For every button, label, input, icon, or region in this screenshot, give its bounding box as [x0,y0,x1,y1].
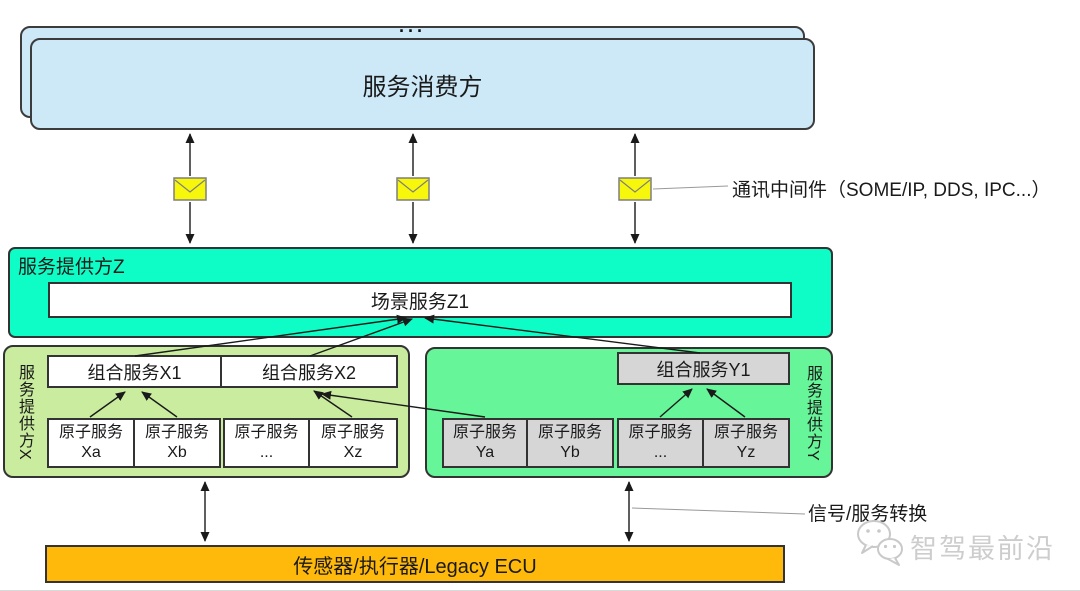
service-consumer-label: 服务消费方 [362,73,483,101]
atomic-service-id: Xa [81,444,101,461]
atomic-service-label: 原子服务 [452,424,517,441]
composite-service-x2-label: 组合服务X2 [261,362,357,383]
atomic-service-id: Yb [560,444,580,461]
atomic-service-ydots-box: 原子服务 ... [617,418,704,468]
composite-service-x1-box: 组合服务X1 [47,355,222,388]
atomic-service-xa-box: 原子服务 Xa [47,418,135,468]
atomic-service-label: 原子服务 [537,424,602,441]
middleware-callout-line [652,185,729,190]
composite-service-x1-label: 组合服务X1 [87,362,182,383]
envelope-icon [173,177,207,201]
composite-service-x2-box: 组合服务X2 [220,355,398,388]
envelope-icon [396,177,430,201]
watermark-text: 智驾最前沿 [910,534,1055,564]
legacy-ecu-label: 传感器/执行器/Legacy ECU [293,555,537,578]
envelope-icons [173,177,652,201]
atomic-service-label: 原子服务 [58,424,123,441]
atomic-service-yz-box: 原子服务 Yz [702,418,790,468]
atomic-service-label: 原子服务 [713,424,778,441]
atomic-service-xz-box: 原子服务 Xz [308,418,398,468]
provider-z-title: 服务提供方Z [18,257,125,278]
signal-callout-line [631,507,806,515]
scenario-service-z1-box: 场景服务Z1 [48,282,792,318]
atomic-service-label: 原子服务 [320,424,385,441]
wechat-icon [857,520,903,566]
scenario-service-z1-label: 场景服务Z1 [370,291,470,313]
atomic-service-ya-box: 原子服务 Ya [442,418,528,468]
atomic-service-id: Xz [343,444,363,461]
atomic-service-label: 原子服务 [628,424,693,441]
more-consumers-indicator: ··· [399,21,426,41]
provider-x-title: 服务提供方X [16,363,33,461]
atomic-service-id: ... [259,444,274,461]
legacy-ecu-box: 传感器/执行器/Legacy ECU [45,545,785,583]
atomic-service-id: ... [653,444,668,461]
composite-service-y1-box: 组合服务Y1 [617,352,790,385]
service-consumer-box: 服务消费方 [30,38,815,130]
envelope-icon [618,177,652,201]
atomic-service-yb-box: 原子服务 Yb [526,418,614,468]
atomic-service-label: 原子服务 [234,424,299,441]
middleware-label: 通讯中间件（SOME/IP, DDS, IPC...） [732,180,1051,201]
atomic-service-id: Yz [736,444,756,461]
composite-service-y1-label: 组合服务Y1 [656,359,751,380]
atomic-service-xb-box: 原子服务 Xb [133,418,221,468]
atomic-service-id: Ya [475,444,495,461]
atomic-service-xdots-box: 原子服务 ... [223,418,310,468]
atomic-service-id: Xb [167,444,187,461]
signal-conversion-label: 信号/服务转换 [808,504,928,525]
atomic-service-label: 原子服务 [144,424,209,441]
provider-y-title: 服务提供方Y [804,364,821,462]
